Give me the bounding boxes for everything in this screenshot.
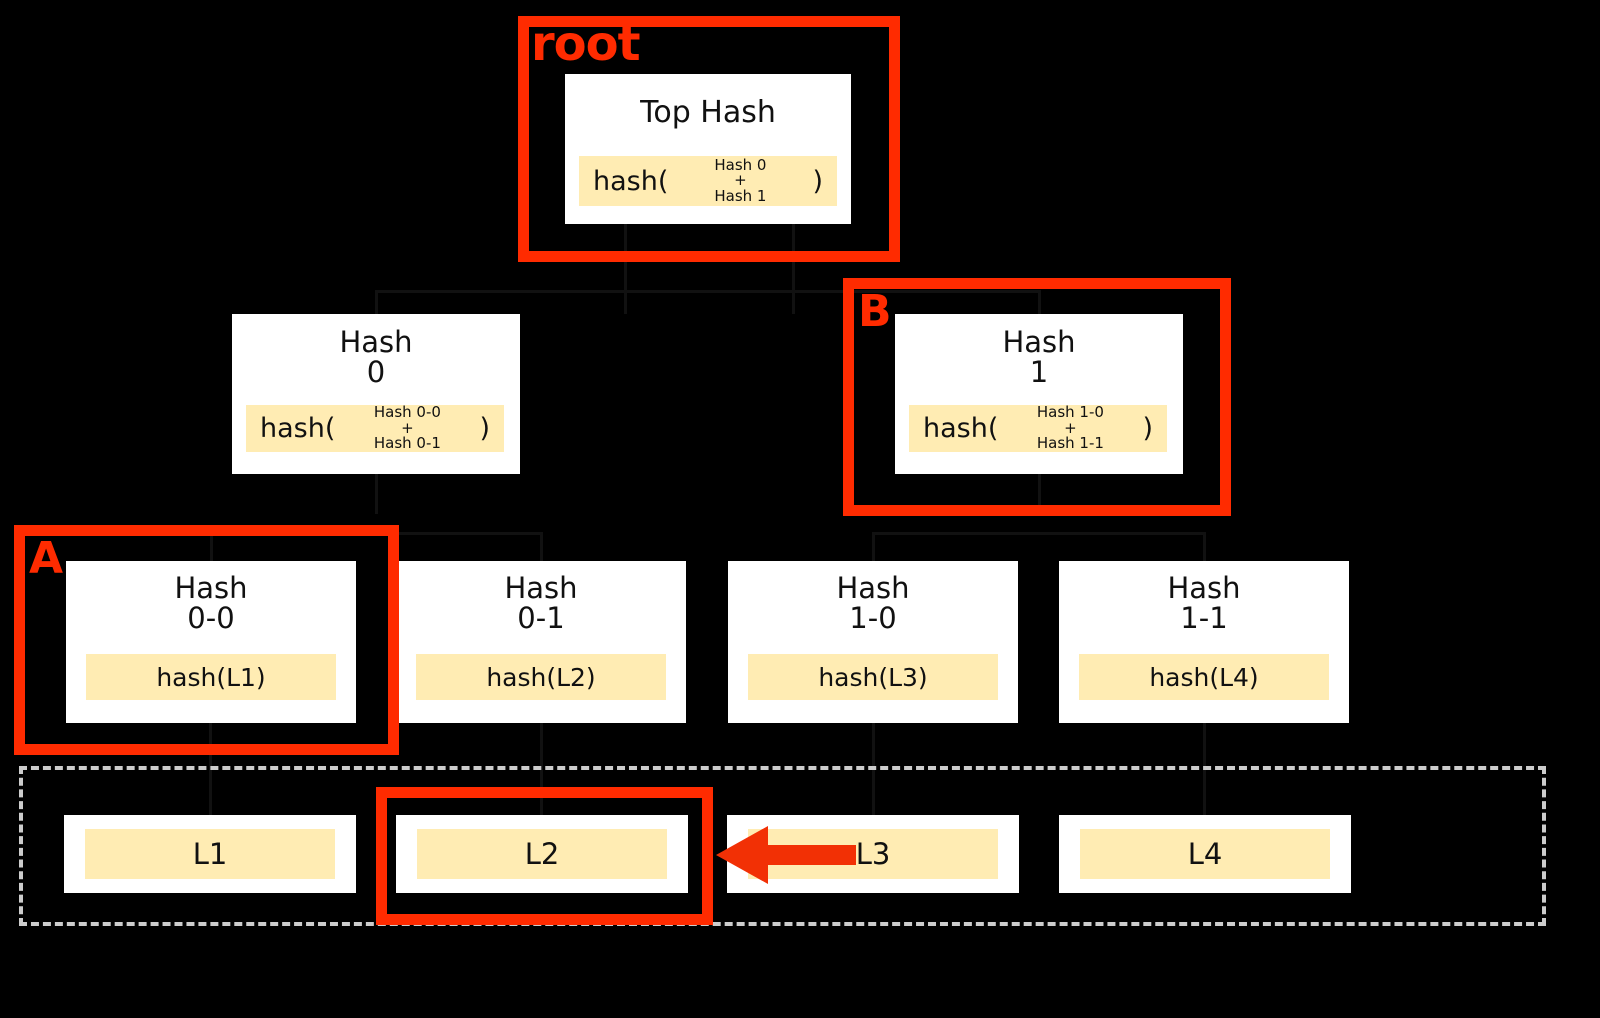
- node-hash-0-1-title: Hash 0-1: [504, 571, 578, 635]
- node-hash-0-expression: hash( Hash 0-0 + Hash 0-1 ): [246, 403, 504, 453]
- connector-hash1-stem: [1038, 474, 1041, 514]
- node-hash-0-0-value: hash(L1): [86, 654, 336, 700]
- node-hash-1-expression: hash( Hash 1-0 + Hash 1-1 ): [909, 403, 1167, 453]
- hash-fn-label: hash(: [593, 165, 669, 197]
- annotation-label-root: root: [531, 16, 641, 72]
- connector-root-bar: [376, 290, 1040, 293]
- node-top-hash[interactable]: Top Hash hash( Hash 0 + Hash 1 ): [565, 74, 851, 224]
- connector-hash1-left: [872, 532, 875, 561]
- data-block-l1-label: L1: [85, 829, 335, 879]
- hash-close-paren: ): [812, 165, 823, 197]
- hash-close-paren: ): [1142, 413, 1153, 444]
- hash-close-paren: ): [479, 413, 490, 444]
- connector-root-left: [624, 224, 627, 314]
- hash-args-label: Hash 1-0 + Hash 1-1: [1036, 403, 1104, 453]
- data-block-l1[interactable]: L1: [64, 815, 356, 893]
- data-blocks-container: [19, 766, 1546, 926]
- node-hash-0-0-title: Hash 0-0: [174, 571, 248, 635]
- connector-hash1-bar: [872, 532, 1204, 535]
- annotation-label-a: A: [29, 533, 64, 584]
- highlight-box-b: [843, 278, 1231, 516]
- connector-hash0-left: [210, 532, 213, 561]
- node-hash-0-title: Hash 0: [339, 325, 413, 389]
- node-hash-1-title: Hash 1: [1002, 325, 1076, 389]
- data-block-l4-label: L4: [1080, 829, 1330, 879]
- node-hash-1-0-value: hash(L3): [748, 654, 998, 700]
- node-hash-1[interactable]: Hash 1 hash( Hash 1-0 + Hash 1-1 ): [895, 314, 1183, 474]
- node-hash-0-1[interactable]: Hash 0-1 hash(L2): [396, 561, 686, 723]
- left-arrow-icon: [716, 826, 856, 884]
- data-block-l2[interactable]: L2: [396, 815, 688, 893]
- node-hash-1-1-title: Hash 1-1: [1167, 571, 1241, 635]
- hash-args-label: Hash 0-0 + Hash 0-1: [373, 403, 441, 453]
- node-hash-1-1-value: hash(L4): [1079, 654, 1329, 700]
- node-top-hash-expression: hash( Hash 0 + Hash 1 ): [579, 156, 837, 206]
- pointer-arrow-to-l2: [716, 826, 856, 884]
- node-hash-0-1-value: hash(L2): [416, 654, 666, 700]
- connector-root-to-hash0: [375, 290, 378, 314]
- hash-fn-label: hash(: [260, 413, 336, 444]
- data-block-l2-label: L2: [417, 829, 667, 879]
- connector-hash0-right: [540, 532, 543, 561]
- node-hash-0-0[interactable]: Hash 0-0 hash(L1): [66, 561, 356, 723]
- connector-root-right: [792, 224, 795, 314]
- node-hash-1-1[interactable]: Hash 1-1 hash(L4): [1059, 561, 1349, 723]
- connector-hash0-stem: [375, 474, 378, 514]
- highlight-box-data-l2: [376, 787, 713, 925]
- highlight-box-a: [14, 525, 399, 755]
- node-hash-1-0-title: Hash 1-0: [836, 571, 910, 635]
- highlight-box-root: [518, 16, 900, 262]
- hash-args-label: Hash 0 + Hash 1: [714, 155, 767, 205]
- hash-fn-label: hash(: [923, 413, 999, 444]
- connector-hash1-right: [1203, 532, 1206, 561]
- node-hash-0[interactable]: Hash 0 hash( Hash 0-0 + Hash 0-1 ): [232, 314, 520, 474]
- connector-root-to-hash1: [1038, 290, 1041, 314]
- node-top-hash-title: Top Hash: [640, 95, 776, 130]
- node-hash-1-0[interactable]: Hash 1-0 hash(L3): [728, 561, 1018, 723]
- annotation-label-b: B: [858, 286, 892, 337]
- data-block-l4[interactable]: L4: [1059, 815, 1351, 893]
